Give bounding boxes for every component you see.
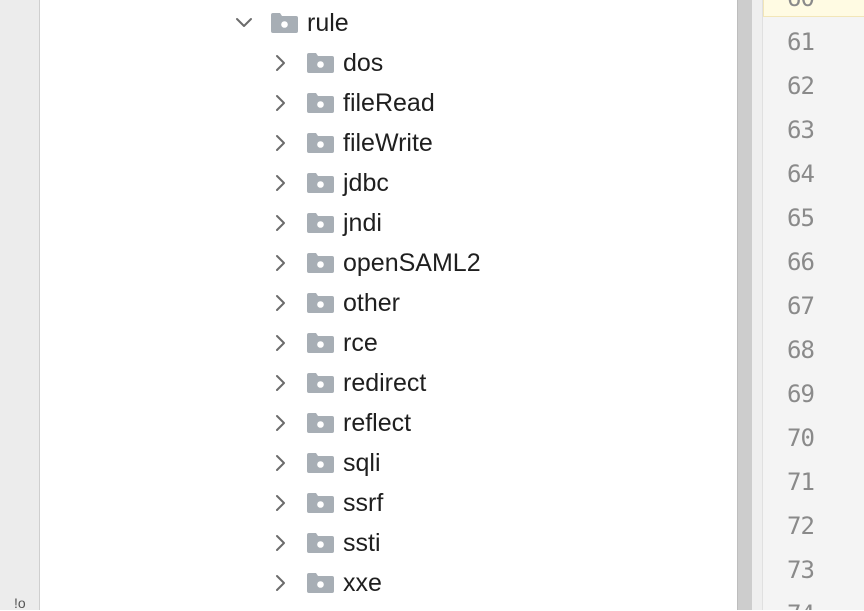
left-tool-strip: !o (0, 0, 40, 610)
package-folder-icon (306, 452, 335, 474)
line-number: 62 (787, 72, 815, 100)
tree-node-label: fileRead (343, 89, 435, 117)
tree-node-sqli[interactable]: sqli (41, 443, 737, 483)
line-number: 63 (787, 116, 815, 144)
package-folder-icon (306, 412, 335, 434)
line-number: 64 (787, 160, 815, 188)
project-tree[interactable]: rule dos fileRead fileWrite jdbc jndi openSAM… (41, 0, 737, 610)
tree-node-label: xxe (343, 569, 382, 597)
left-strip-text: !o (14, 595, 26, 611)
package-folder-icon (306, 372, 335, 394)
package-folder-icon (306, 172, 335, 194)
tree-node-label: dos (343, 49, 384, 77)
line-number: 69 (787, 380, 815, 408)
line-number: 68 (787, 336, 815, 364)
chevron-right-icon[interactable] (270, 573, 290, 593)
package-folder-icon (306, 132, 335, 154)
line-number: 72 (787, 512, 815, 540)
package-folder-icon (306, 92, 335, 114)
tree-node-label: ssrf (343, 489, 384, 517)
chevron-right-icon[interactable] (270, 413, 290, 433)
tree-node-label: rce (343, 329, 378, 357)
editor-edge (752, 0, 762, 610)
tree-node-opensaml2[interactable]: openSAML2 (41, 243, 737, 283)
chevron-right-icon[interactable] (270, 253, 290, 273)
tree-node-jndi[interactable]: jndi (41, 203, 737, 243)
package-folder-icon (306, 572, 335, 594)
chevron-right-icon[interactable] (270, 53, 290, 73)
line-number-gutter[interactable]: 60 61 62 63 64 65 66 67 68 69 70 71 72 73 74 (762, 0, 864, 610)
line-number: 60 (787, 0, 847, 10)
tree-node-label: openSAML2 (343, 249, 481, 277)
line-number: 65 (787, 204, 815, 232)
line-number: 67 (787, 292, 815, 320)
tree-node-other[interactable]: other (41, 283, 737, 323)
package-folder-icon (306, 332, 335, 354)
chevron-down-icon[interactable] (234, 13, 254, 33)
line-number: 74 (787, 602, 847, 610)
tree-node-jdbc[interactable]: jdbc (41, 163, 737, 203)
chevron-right-icon[interactable] (270, 333, 290, 353)
tree-node-label: reflect (343, 409, 412, 437)
splitter-handle[interactable] (737, 0, 752, 610)
tree-node-ssrf[interactable]: ssrf (41, 483, 737, 523)
chevron-right-icon[interactable] (270, 93, 290, 113)
tree-node-label: jndi (343, 209, 382, 237)
chevron-right-icon[interactable] (270, 373, 290, 393)
chevron-right-icon[interactable] (270, 213, 290, 233)
line-number: 70 (787, 424, 815, 452)
line-number: 73 (787, 556, 815, 584)
tree-node-label: rule (307, 9, 349, 37)
chevron-right-icon[interactable] (270, 133, 290, 153)
line-number: 71 (787, 468, 815, 496)
tree-node-ssti[interactable]: ssti (41, 523, 737, 563)
chevron-right-icon[interactable] (270, 533, 290, 553)
chevron-right-icon[interactable] (270, 493, 290, 513)
line-number: 66 (787, 248, 815, 276)
package-folder-icon (270, 12, 299, 34)
tree-node-label: fileWrite (343, 129, 433, 157)
tree-node-fileread[interactable]: fileRead (41, 83, 737, 123)
package-folder-icon (306, 252, 335, 274)
tree-node-label: other (343, 289, 400, 317)
package-folder-icon (306, 212, 335, 234)
tree-node-dos[interactable]: dos (41, 43, 737, 83)
chevron-right-icon[interactable] (270, 173, 290, 193)
tree-node-filewrite[interactable]: fileWrite (41, 123, 737, 163)
package-folder-icon (306, 492, 335, 514)
package-folder-icon (306, 292, 335, 314)
tree-node-rule[interactable]: rule (41, 3, 737, 43)
tree-node-label: jdbc (343, 169, 389, 197)
line-number: 61 (787, 28, 815, 56)
chevron-right-icon[interactable] (270, 453, 290, 473)
current-line-highlight (763, 0, 864, 17)
package-folder-icon (306, 52, 335, 74)
tree-node-redirect[interactable]: redirect (41, 363, 737, 403)
package-folder-icon (306, 532, 335, 554)
tree-node-reflect[interactable]: reflect (41, 403, 737, 443)
chevron-right-icon[interactable] (270, 293, 290, 313)
tree-node-xxe[interactable]: xxe (41, 563, 737, 603)
tree-node-rce[interactable]: rce (41, 323, 737, 363)
tree-node-label: ssti (343, 529, 381, 557)
tree-node-label: redirect (343, 369, 427, 397)
tree-node-label: sqli (343, 449, 381, 477)
